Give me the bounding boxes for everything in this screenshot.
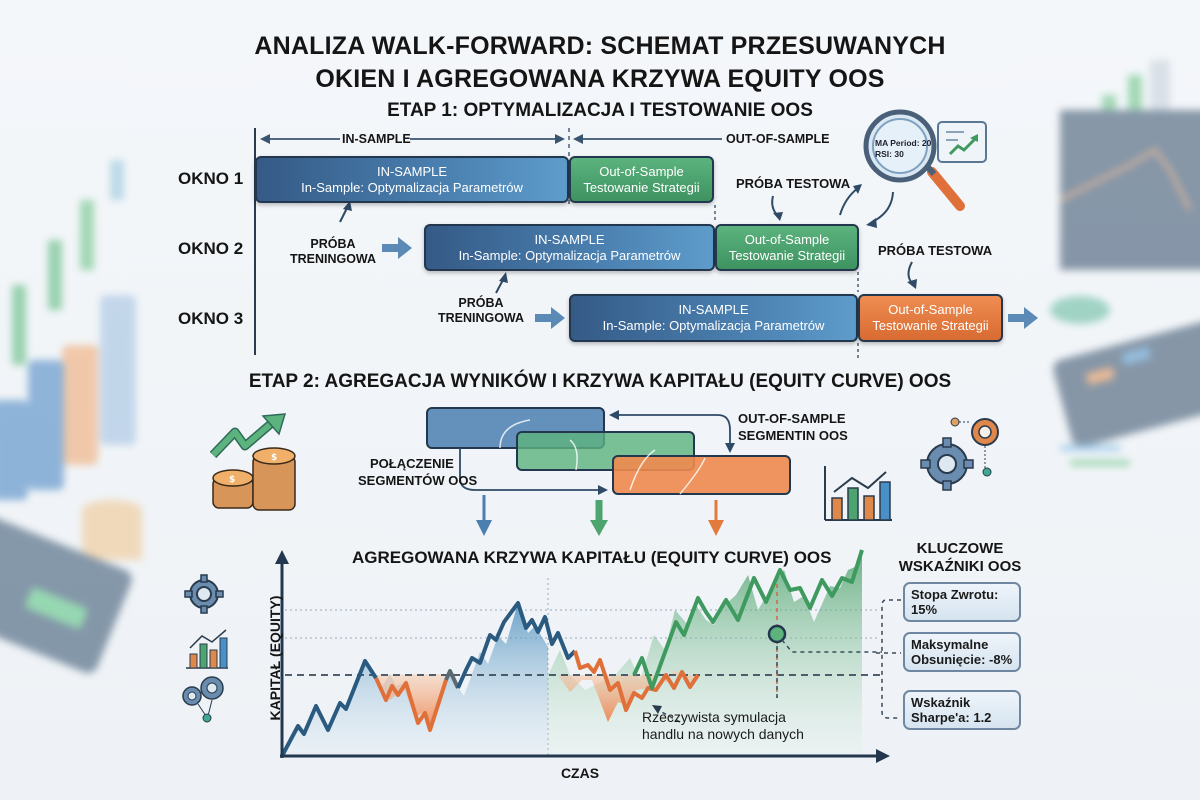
oos-subtitle: Testowanie Strategii	[728, 247, 846, 263]
test-sample-label-2: PRÓBA TESTOWA	[878, 243, 993, 258]
merge-label-line-1: POŁĄCZENIE	[370, 456, 454, 471]
metric-drawdown-value: Obsunięcie: -8%	[911, 652, 1013, 667]
magnifier-icon	[863, 109, 987, 211]
training-label-line-2: TRENINGOWA	[289, 252, 377, 266]
merge-label-line-2: SEGMENTÓW OOS	[358, 473, 478, 488]
background-decoration-right	[1040, 0, 1200, 800]
window-2-label: OKNO 2	[178, 239, 244, 258]
connected-gears-icon	[182, 676, 224, 723]
metrics-title-line-1: KLUCZOWE	[916, 540, 1004, 557]
training-label-line-1: PRÓBA	[310, 237, 356, 251]
annotation-line-1: Rzeczywista symulacja	[642, 709, 786, 725]
window-1-in-sample-block[interactable]: IN-SAMPLE In-Sample: Optymalizacja Param…	[255, 156, 569, 203]
background-decoration-left	[0, 120, 160, 800]
header-out-of-sample: OUT-OF-SAMPLE	[726, 132, 830, 146]
window-1-oos-block[interactable]: Out-of-Sample Testowanie Strategii	[569, 156, 714, 203]
in-sample-subtitle: In-Sample: Optymalizacja Parametrów	[458, 247, 681, 263]
magnifier-text: MA Period: 20 RSI: 30	[875, 138, 931, 160]
in-sample-subtitle: In-Sample: Optymalizacja Parametrów	[602, 318, 825, 333]
left-side-icons	[182, 574, 228, 723]
oos-title: Out-of-Sample	[888, 302, 973, 317]
oos-title: Out-of-Sample	[599, 163, 684, 179]
window-3-training-label: PRÓBA TRENINGOWA	[431, 296, 531, 326]
stage2-title: ETAP 2: AGREGACJA WYNIKÓW I KRZYWA KAPIT…	[248, 371, 952, 392]
oos-subtitle: Testowanie Strategii	[583, 179, 700, 195]
test-sample-label-1: PRÓBA TESTOWA	[736, 176, 851, 191]
gear-icon	[184, 574, 224, 614]
chart-y-label: KAPITAŁ (EQUITY)	[267, 595, 283, 721]
stage1-title: ETAP 1: OPTYMALIZACJA I TESTOWANIE OOS	[387, 100, 813, 121]
metrics-title: KLUCZOWE WSKAŹNIKI OOS	[895, 540, 1025, 576]
coins-growth-icon: $ $	[209, 413, 296, 511]
mini-bar-chart-icon	[186, 629, 228, 669]
window-3-in-sample-block[interactable]: IN-SAMPLE In-Sample: Optymalizacja Param…	[569, 294, 858, 342]
window-2-oos-block[interactable]: Out-of-Sample Testowanie Strategii	[715, 224, 859, 271]
window-3-label: OKNO 3	[178, 309, 244, 328]
svg-text:$: $	[229, 475, 235, 485]
gears-icon	[920, 417, 999, 491]
bg-candles-icon	[0, 160, 142, 673]
metric-return-value: 15%	[911, 602, 938, 617]
window-2-training-label: PRÓBA TRENINGOWA	[283, 237, 383, 267]
oos-subtitle: Testowanie Strategii	[872, 318, 989, 333]
svg-text:$: $	[271, 453, 277, 463]
magnifier-param-1: MA Period: 20	[875, 138, 932, 148]
segments-label-line-1: OUT-OF-SAMPLE	[738, 411, 846, 426]
annotation-line-2: handlu na nowych danych	[642, 726, 804, 742]
title-line-2: OKIEN I AGREGOWANA KRZYWA EQUITY OOS	[315, 65, 885, 93]
metrics-title-line-2: WSKAŹNIKI OOS	[898, 558, 1022, 575]
window-2-in-sample-block[interactable]: IN-SAMPLE In-Sample: Optymalizacja Param…	[424, 224, 715, 271]
metric-max-drawdown: Maksymalne Obsunięcie: -8%	[903, 632, 1021, 672]
in-sample-subtitle: In-Sample: Optymalizacja Parametrów	[301, 179, 523, 195]
metric-sharpe-label: Wskaźnik	[911, 695, 971, 710]
page-title: ANALIZA WALK-FORWARD: SCHEMAT PRZESUWANY…	[0, 30, 1200, 96]
merge-segments-label: POŁĄCZENIE SEGMENTÓW OOS	[358, 455, 477, 489]
training-label-line-2: TRENINGOWA	[437, 311, 525, 325]
bar-chart-icon	[824, 466, 892, 521]
bg-monitor-calculator-icon	[1050, 60, 1200, 466]
chart-annotation: Rzeczywista symulacja handlu na nowych d…	[642, 709, 804, 743]
header-in-sample: IN-SAMPLE	[342, 132, 411, 146]
metric-return: Stopa Zwrotu: 15%	[903, 582, 1021, 622]
metrics-bracket	[876, 599, 901, 719]
chart-title: AGREGOWANA KRZYWA KAPITAŁU (EQUITY CURVE…	[352, 548, 832, 567]
in-sample-title: IN-SAMPLE	[376, 163, 448, 179]
chart-x-label: CZAS	[560, 765, 600, 781]
metric-sharpe-value: Sharpe'a: 1.2	[911, 710, 992, 725]
equity-curve-chart	[275, 549, 890, 763]
metric-sharpe: Wskaźnik Sharpe'a: 1.2	[903, 690, 1021, 730]
in-sample-title: IN-SAMPLE	[534, 231, 605, 247]
metric-drawdown-label: Maksymalne	[911, 637, 989, 652]
segments-label-line-2: SEGMENTIN OOS	[738, 428, 848, 443]
oos-title: Out-of-Sample	[744, 231, 830, 247]
oos-segments-label: OUT-OF-SAMPLE SEGMENTIN OOS	[738, 410, 848, 444]
magnifier-param-2: RSI: 30	[875, 149, 904, 159]
metric-return-label: Stopa Zwrotu:	[911, 587, 999, 602]
window-3-oos-block[interactable]: Out-of-Sample Testowanie Strategii	[858, 294, 1003, 342]
training-label-line-1: PRÓBA	[458, 296, 504, 310]
window-1-label: OKNO 1	[178, 169, 244, 188]
title-line-1: ANALIZA WALK-FORWARD: SCHEMAT PRZESUWANY…	[254, 32, 946, 60]
in-sample-title: IN-SAMPLE	[678, 302, 749, 317]
